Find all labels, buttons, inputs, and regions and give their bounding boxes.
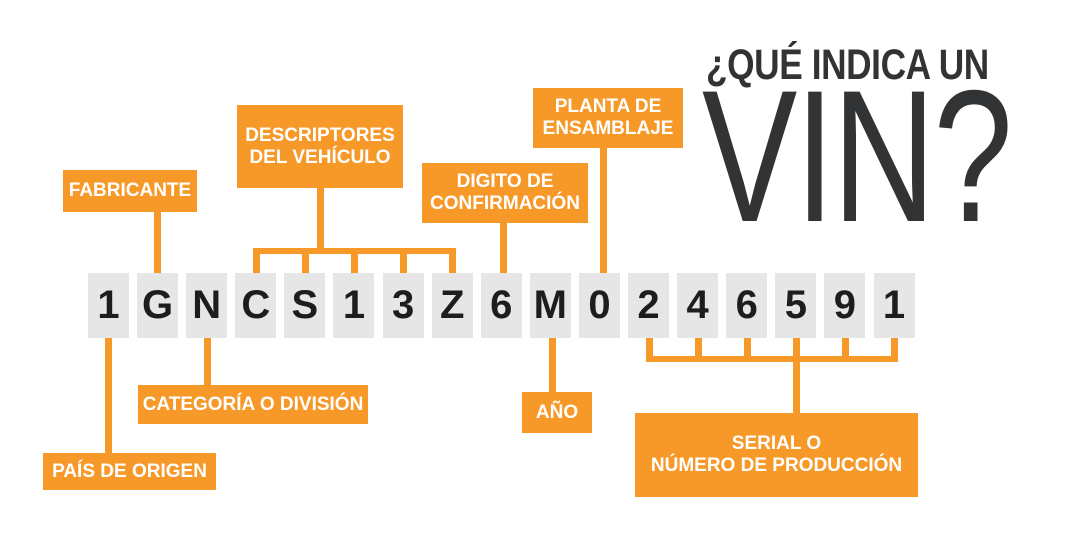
label-categoria-o-division: CATEGORÍA O DIVISIÓN — [138, 385, 368, 424]
vin-character-box: S — [284, 273, 326, 338]
vin-character-box: 3 — [382, 273, 424, 338]
vin-character-box: N — [186, 273, 228, 338]
label-descriptores-line1: DESCRIPTORES — [245, 124, 395, 146]
vin-character-box: 5 — [775, 273, 817, 338]
title-vin: VIN? — [702, 51, 1013, 261]
connector-serial-stub — [646, 338, 653, 362]
connector-serial-stub — [744, 338, 751, 362]
vin-character-box: 9 — [824, 273, 866, 338]
vin-character-box: 6 — [480, 273, 522, 338]
label-digito-line2: CONFIRMACIÓN — [430, 193, 580, 214]
label-descriptores-line2: DEL VEHÍCULO — [249, 146, 391, 168]
vin-character-box: 2 — [628, 273, 670, 338]
label-planta-line1: PLANTA DE — [554, 96, 662, 118]
label-pais-text: PAÍS DE ORIGEN — [52, 460, 207, 482]
vin-character-box: 4 — [677, 273, 719, 338]
connector-descriptores-stub — [253, 248, 260, 273]
connector-planta-stem — [600, 148, 607, 273]
vin-character-box: 0 — [578, 273, 620, 338]
connector-serial-stub — [891, 338, 898, 362]
label-ano-text: AÑO — [535, 401, 579, 423]
title-subline: ¿QUÉ INDICA UN — [706, 41, 989, 89]
connector-serial-stem — [793, 356, 800, 413]
connector-descriptores-stub — [302, 248, 309, 273]
vin-character-box: M — [529, 273, 571, 338]
vin-character-box: Z — [431, 273, 473, 338]
label-serial-line2: NÚMERO DE PRODUCCIÓN — [650, 455, 903, 476]
label-pais-de-origen: PAÍS DE ORIGEN — [43, 453, 216, 490]
label-planta-line2: ENSAMBLAJE — [542, 118, 674, 139]
connector-descriptores-stub — [449, 248, 456, 273]
vin-character-box: C — [235, 273, 277, 338]
label-digito-line1: DIGITO DE — [456, 171, 554, 193]
vin-character-box: 6 — [726, 273, 768, 338]
connector-serial-stub — [695, 338, 702, 362]
vin-character-box: 1 — [88, 273, 129, 338]
connector-categoria-stem — [204, 338, 211, 385]
connector-descriptores-stub — [400, 248, 407, 273]
vin-character-box: G — [137, 273, 179, 338]
vin-character-box: 1 — [873, 273, 915, 338]
label-categoria-text: CATEGORÍA O DIVISIÓN — [142, 393, 364, 415]
label-ano: AÑO — [522, 392, 592, 433]
connector-digito-stem — [500, 223, 507, 273]
connector-serial-stub — [842, 338, 849, 362]
connector-ano-stem — [549, 338, 556, 392]
connector-serial-bar — [646, 356, 898, 362]
connector-descriptores-stem — [317, 188, 324, 251]
connector-fabricante-stem — [154, 211, 161, 273]
vin-row: 1 G N C S 1 3 Z 6 M 0 2 4 6 5 9 1 — [88, 273, 915, 338]
connector-descriptores-stub — [351, 248, 358, 273]
label-descriptores-del-vehiculo: DESCRIPTORES DEL VEHÍCULO — [237, 105, 403, 188]
label-fabricante-text: FABRICANTE — [68, 180, 192, 202]
label-planta-de-ensamblaje: PLANTA DE ENSAMBLAJE — [533, 88, 683, 148]
label-serial-line1: SERIAL O — [731, 433, 822, 455]
vin-character-box: 1 — [333, 273, 375, 338]
label-serial-o-numero-de-produccion: SERIAL O NÚMERO DE PRODUCCIÓN — [635, 413, 918, 497]
label-digito-de-confirmacion: DIGITO DE CONFIRMACIÓN — [422, 163, 588, 223]
connector-serial-stub — [793, 338, 800, 362]
connector-pais-stem — [105, 338, 112, 453]
label-fabricante: FABRICANTE — [63, 170, 197, 212]
